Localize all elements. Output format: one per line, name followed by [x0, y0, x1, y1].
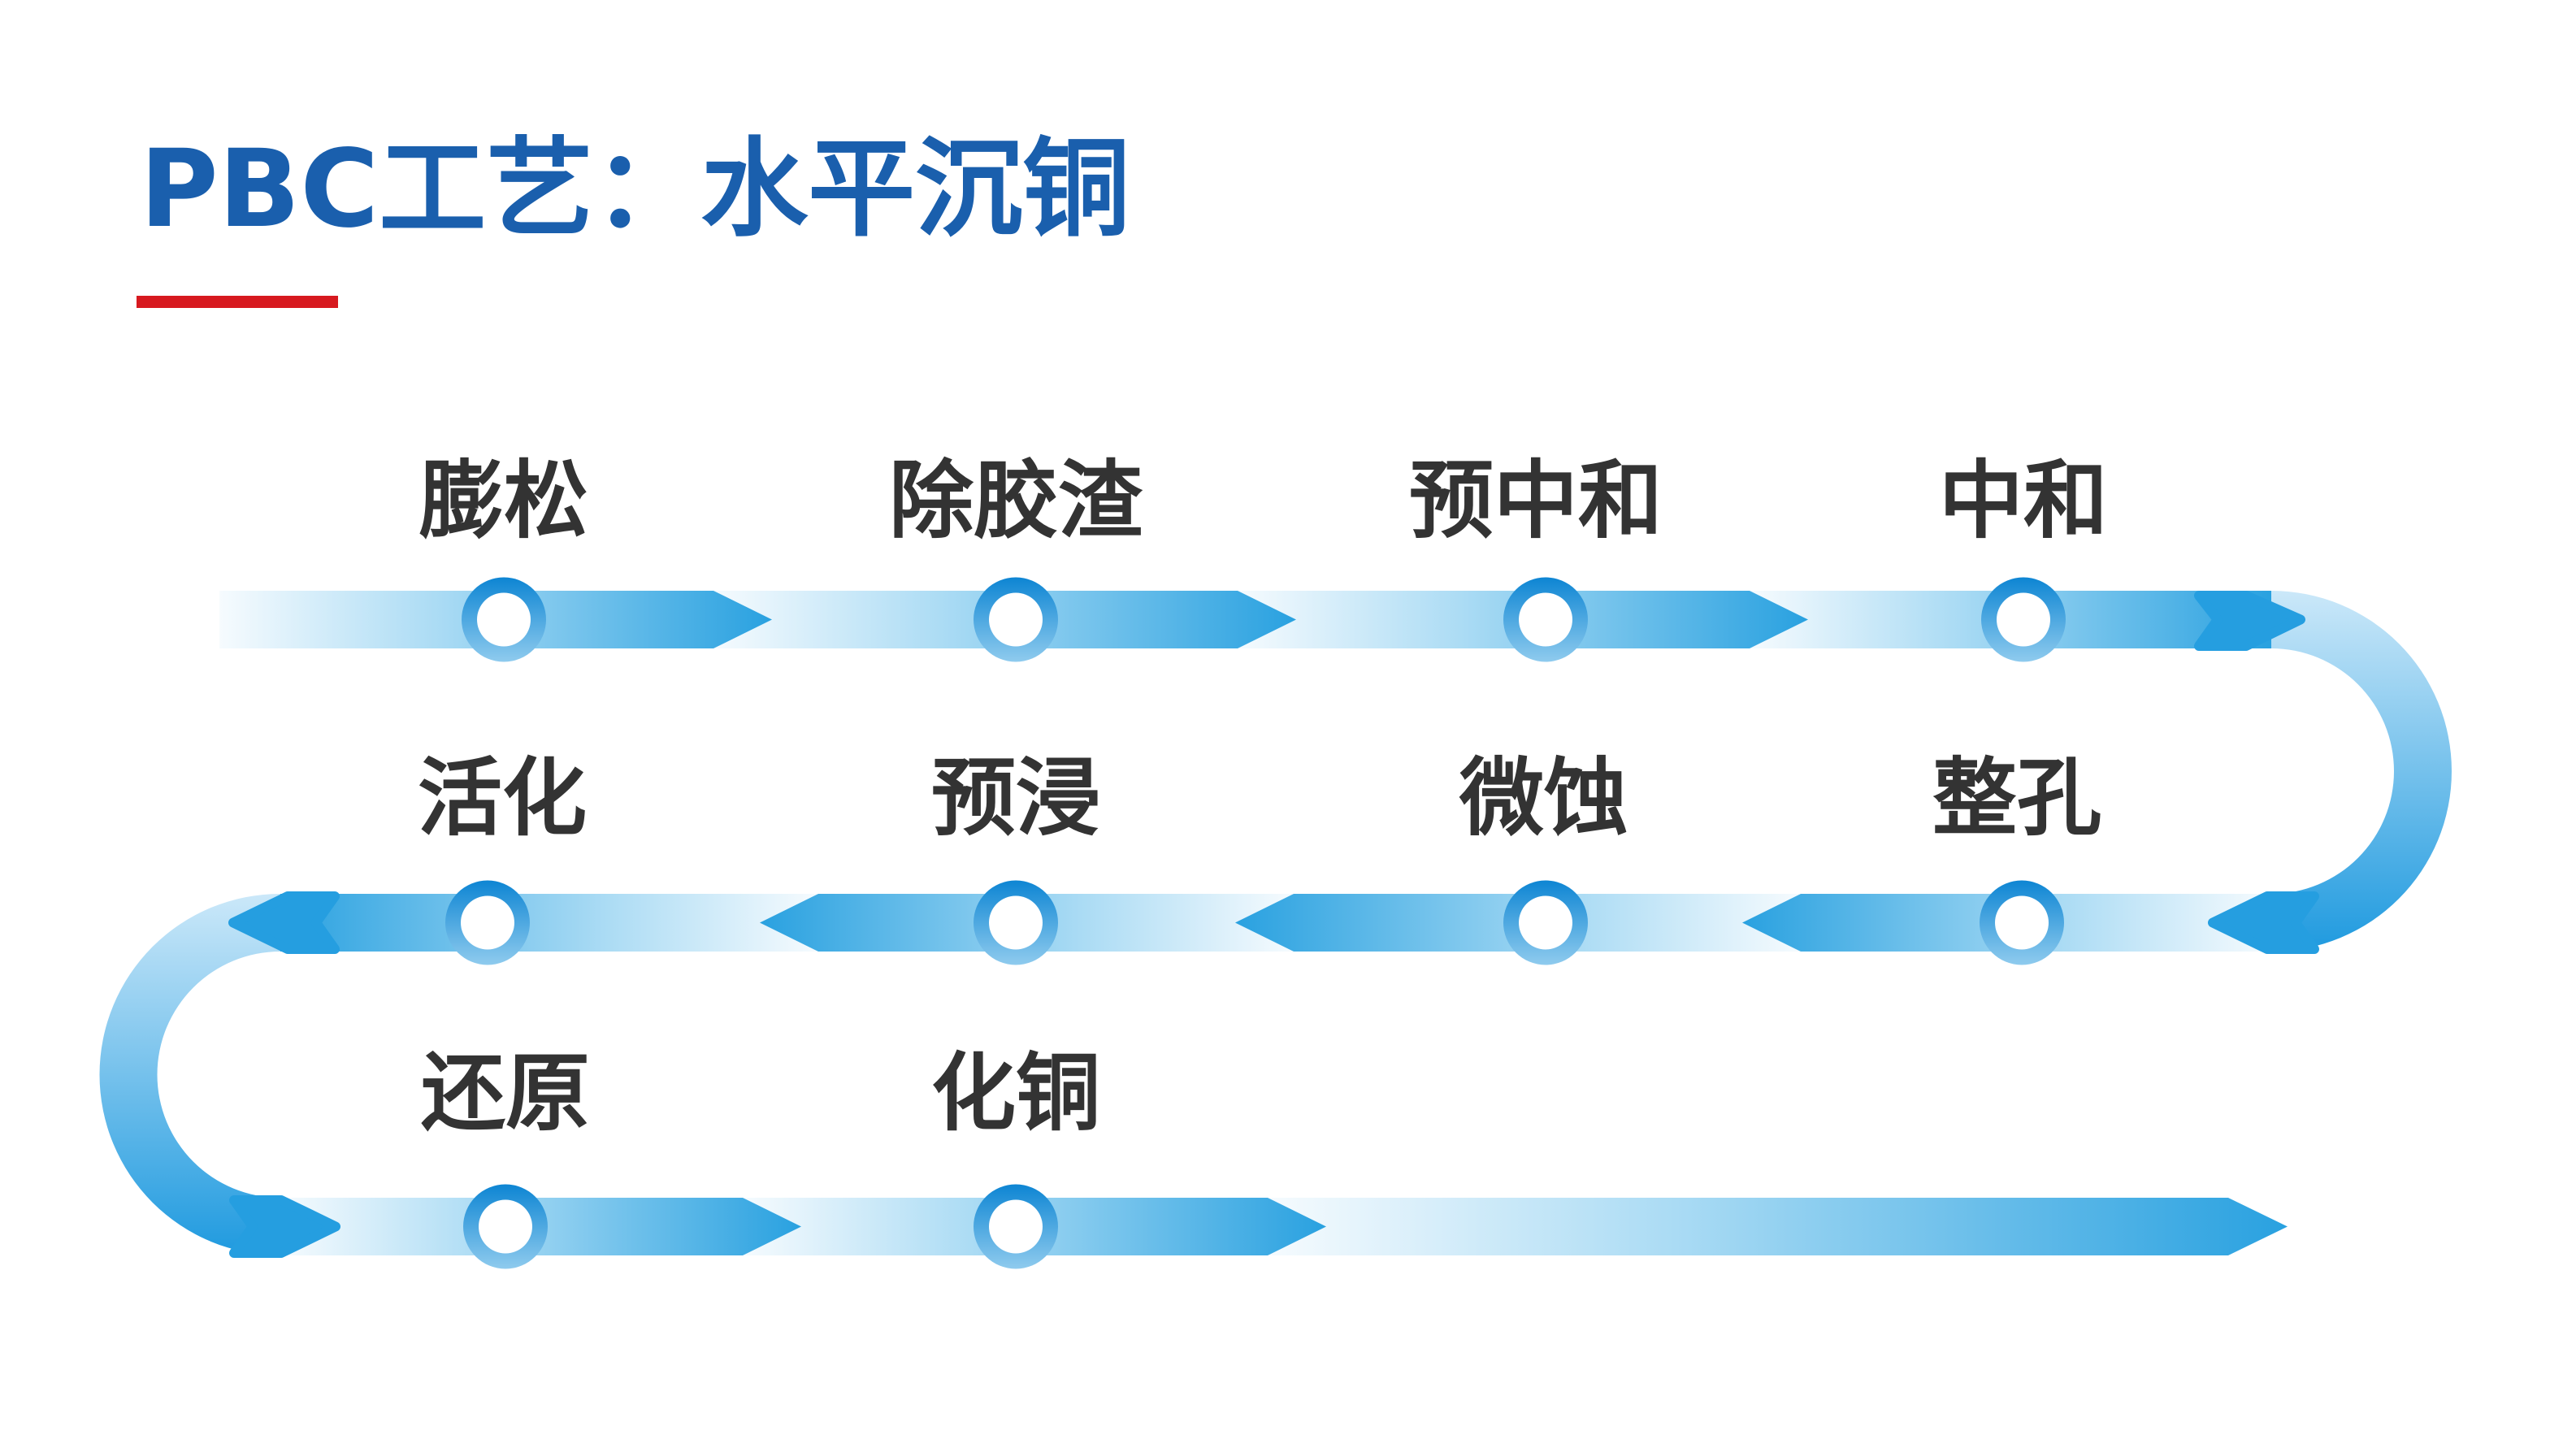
step-label-pengsong: 膨松 — [419, 451, 588, 550]
step-node — [974, 577, 1058, 662]
step-label-chujiaozha: 除胶渣 — [889, 451, 1143, 550]
step-node — [463, 1184, 548, 1269]
step-label-yuzhonghe: 预中和 — [1409, 451, 1663, 550]
flow-band-segment-r3s3 — [1268, 1198, 2288, 1255]
flow-band-segment-r2s4 — [280, 894, 818, 952]
step-node — [1503, 880, 1588, 965]
step-node — [974, 1184, 1058, 1269]
step-nodes — [445, 577, 2066, 1269]
step-label-huatong: 化铜 — [931, 1043, 1100, 1142]
arrowhead-left-icon — [228, 891, 340, 954]
page-title: PBC工艺：水平沉铜 — [140, 127, 1130, 252]
step-node — [445, 880, 530, 965]
step-label-huanyuan: 还原 — [421, 1043, 590, 1142]
arrowhead-right-icon — [2194, 591, 2305, 651]
step-node — [1981, 577, 2066, 662]
step-label-huohua: 活化 — [418, 748, 587, 848]
flow-uturn-left — [99, 894, 280, 1255]
arrowhead-right-icon — [229, 1195, 340, 1258]
step-label-zhonghe: 中和 — [1939, 451, 2108, 550]
step-node — [1980, 880, 2064, 965]
title-underline-bar — [137, 296, 338, 308]
arrowhead-left-icon — [2208, 891, 2319, 954]
step-label-weishi: 微蚀 — [1459, 748, 1628, 848]
step-node — [974, 880, 1058, 965]
step-label-yujin: 预浸 — [931, 748, 1100, 848]
step-node — [462, 577, 546, 662]
step-node — [1503, 577, 1588, 662]
step-label-zhengkong: 整孔 — [1932, 748, 2101, 848]
flow-uturn-right — [2271, 591, 2452, 952]
